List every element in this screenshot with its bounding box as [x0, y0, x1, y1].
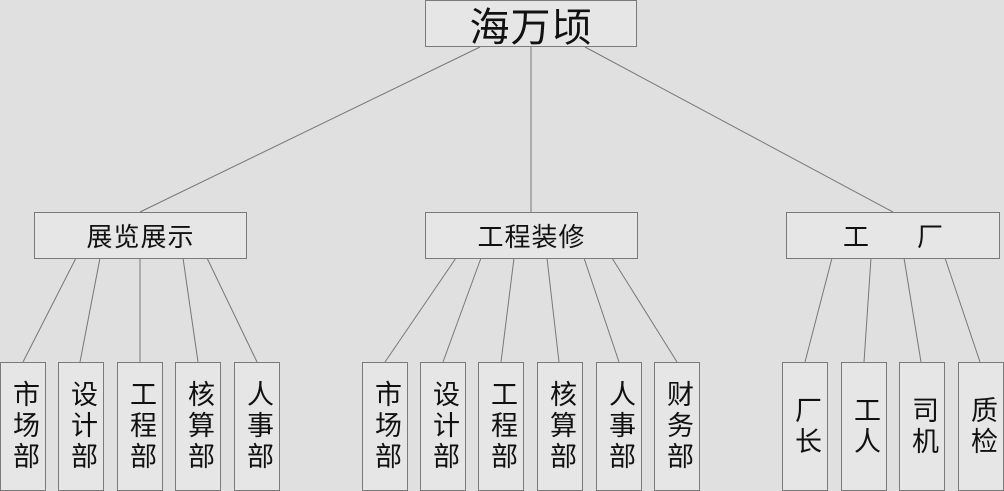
leaf-node: 市场部	[362, 362, 408, 491]
leaf-label: 工人	[849, 395, 880, 458]
connector-line	[206, 257, 258, 363]
leaf-node: 司机	[899, 362, 945, 491]
branch-node-exhibition: 展览展示	[34, 212, 247, 259]
leaf-node: 设计部	[420, 362, 466, 491]
leaf-label: 司机	[907, 395, 938, 458]
connector-line	[583, 257, 620, 363]
connector-line	[139, 46, 481, 213]
leaf-node: 人事部	[596, 362, 642, 491]
connector-line	[611, 257, 678, 363]
connector-line	[384, 257, 457, 363]
branch-label-part2: 厂	[917, 223, 944, 253]
leaf-label: 质检	[966, 395, 997, 458]
leaf-label: 市场部	[8, 380, 39, 473]
connector-line	[22, 257, 77, 363]
leaf-node: 工程部	[478, 362, 524, 491]
leaf-label: 核算部	[545, 380, 576, 473]
branch-label: 展览展示	[86, 223, 195, 253]
leaf-node: 工人	[841, 362, 887, 491]
root-label: 海万顷	[469, 4, 593, 51]
leaf-node: 核算部	[175, 362, 221, 491]
connector-line	[584, 46, 894, 213]
leaf-label: 市场部	[370, 380, 401, 473]
leaf-node: 财务部	[654, 362, 700, 491]
leaf-label: 人事部	[604, 380, 635, 473]
root-node: 海万顷	[425, 0, 637, 51]
leaf-label: 厂长	[790, 395, 821, 458]
branch-label-part1: 工	[842, 223, 869, 253]
leaf-node: 厂长	[782, 362, 828, 491]
connector-line	[79, 257, 101, 363]
leaf-label: 财务部	[662, 380, 693, 473]
leaf-node: 质检	[958, 362, 1004, 491]
connector-line	[863, 257, 872, 363]
leaf-node: 人事部	[234, 362, 280, 491]
leaf-label: 设计部	[428, 380, 459, 473]
leaf-node: 核算部	[537, 362, 583, 491]
connector-line	[944, 257, 981, 363]
leaf-label: 工程部	[125, 380, 156, 473]
branch-label: 工程装修	[477, 223, 586, 253]
branch-node-factory: 工 厂	[786, 212, 1000, 259]
leaf-node: 设计部	[58, 362, 104, 491]
connector-line	[442, 257, 482, 363]
leaf-label: 设计部	[66, 380, 97, 473]
connector-line	[903, 257, 922, 363]
leaf-node: 市场部	[0, 362, 46, 491]
leaf-label: 核算部	[183, 380, 214, 473]
branch-node-engineering: 工程装修	[425, 212, 638, 259]
leaf-node: 工程部	[117, 362, 163, 491]
connector-line	[500, 257, 515, 363]
leaf-label: 工程部	[486, 380, 517, 473]
leaf-label: 人事部	[242, 380, 273, 473]
connector-line	[182, 257, 199, 363]
connector-line	[546, 257, 560, 363]
connector-line	[804, 257, 833, 363]
